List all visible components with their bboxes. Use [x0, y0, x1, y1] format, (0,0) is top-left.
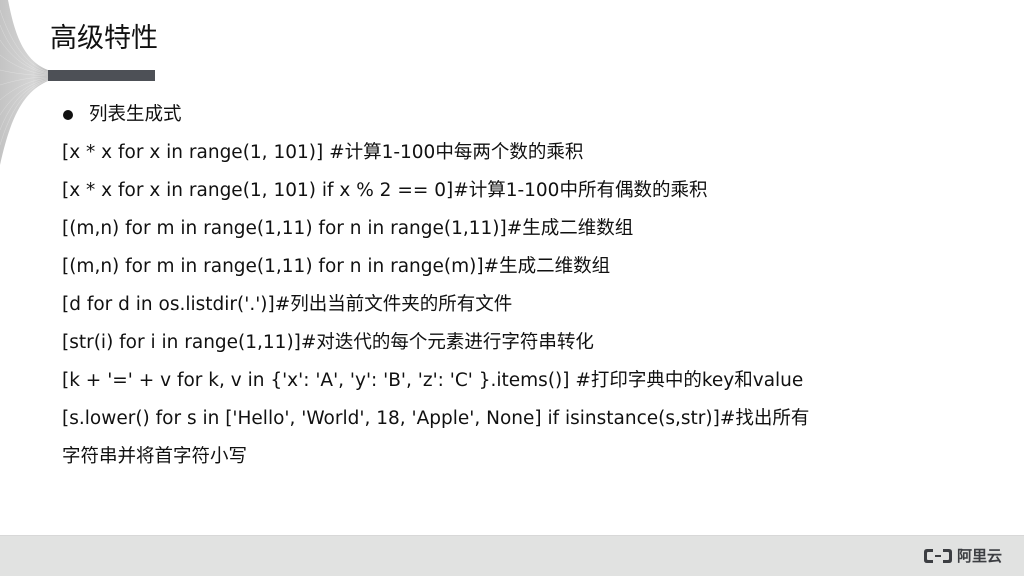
code-line-5: [d for d in os.listdir('.')]#列出当前文件夹的所有文…: [62, 294, 513, 315]
code-line-3: [(m,n) for m in range(1,11) for n in ran…: [62, 218, 634, 239]
section-heading-text: 列表生成式: [89, 104, 182, 125]
code-line-8: [s.lower() for s in ['Hello', 'World', 1…: [62, 408, 810, 429]
code-line-1: [x * x for x in range(1, 101)] #计算1-100中…: [62, 142, 584, 163]
code-line-7: [k + '=' + v for k, v in {'x': 'A', 'y':…: [62, 370, 804, 391]
code-line-4: [(m,n) for m in range(1,11) for n in ran…: [62, 256, 611, 277]
bullet-icon: [63, 110, 73, 120]
slide-content: 列表生成式 [x * x for x in range(1, 101)] #计算…: [62, 96, 962, 476]
code-line-8-continued: 字符串并将首字符小写: [62, 446, 248, 467]
title-underline-bar: [48, 70, 155, 81]
slide-title: 高级特性: [50, 23, 158, 54]
aliyun-logo-text: 阿里云: [956, 547, 1002, 565]
code-line-6: [str(i) for i in range(1,11)]#对迭代的每个元素进行…: [62, 332, 594, 353]
code-line-2: [x * x for x in range(1, 101) if x % 2 =…: [62, 180, 708, 201]
footer-bar: 阿里云: [0, 535, 1024, 576]
aliyun-logo: 阿里云: [923, 545, 1002, 566]
decorative-curve-icon: [0, 0, 49, 165]
aliyun-logo-icon: [923, 548, 952, 563]
section-heading: 列表生成式: [62, 96, 962, 134]
